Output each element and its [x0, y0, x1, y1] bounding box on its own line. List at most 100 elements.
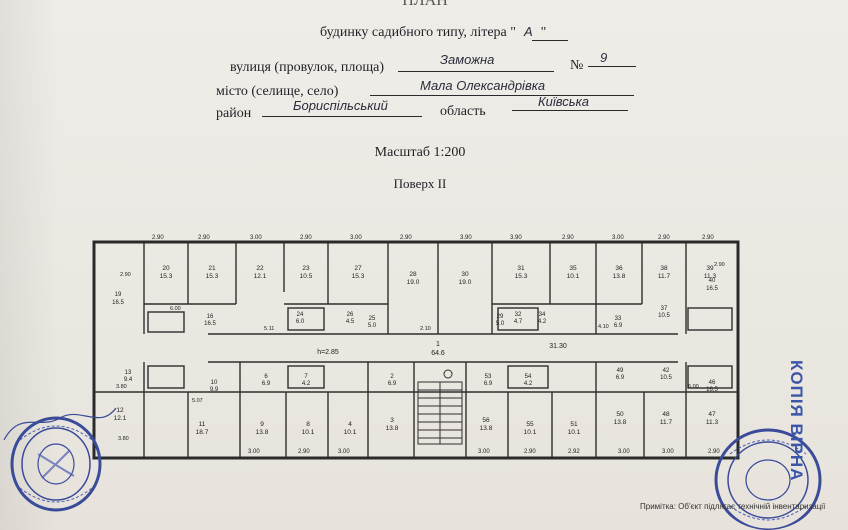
room-area: 9.9 [210, 387, 219, 393]
dim-top-11: 2.90 [702, 235, 714, 241]
room-num: 34 [539, 312, 546, 318]
room-area: 15.3 [515, 273, 528, 280]
room-area: 10.5 [660, 375, 672, 381]
dim-side-5: 3.80 [116, 384, 127, 390]
building-letter: А [523, 24, 533, 39]
room-num: 40 [709, 278, 716, 284]
room-area: 15.3 [206, 273, 219, 280]
room-area: 16.5 [706, 286, 718, 292]
room-num: 54 [525, 374, 532, 380]
corridor-height: h=2.85 [317, 349, 339, 356]
room-num: 21 [208, 265, 216, 272]
corridor: 1 64.6 31.30 h=2.85 [317, 341, 567, 357]
dim-top-7: 3.90 [510, 235, 522, 241]
room-area: 16.5 [112, 300, 124, 306]
room-area: 15.3 [160, 273, 173, 280]
corridor-area: 64.6 [431, 350, 445, 357]
room-num: 26 [347, 312, 354, 318]
room-num: 25 [369, 316, 376, 322]
dim-top-4: 3.00 [350, 235, 362, 241]
dim-side-4: 4.10 [598, 324, 609, 330]
official-seal-left [10, 416, 102, 512]
room-num: 7 [304, 374, 308, 380]
plan-walls [94, 242, 738, 458]
room-area: 13.8 [614, 419, 627, 426]
district-value: Бориспільський [293, 98, 388, 113]
room-num: 19 [115, 292, 122, 298]
room-area: 4.2 [302, 381, 311, 387]
corridor-num: 1 [436, 341, 440, 348]
floor-plan: 2.90 2.90 3.00 2.90 3.00 2.90 3.90 3.90 … [92, 235, 740, 460]
room-area: 6.9 [484, 381, 493, 387]
dim-top-3: 2.90 [300, 235, 312, 241]
room-num: 37 [661, 306, 668, 312]
dim-side-1: 6.00 [170, 306, 181, 312]
building-close: " [540, 25, 547, 40]
dim-top-0: 2.90 [152, 235, 164, 241]
dim-bottom-5: 2.92 [568, 449, 580, 455]
room-num: 6 [264, 374, 268, 380]
room-area: 4.2 [524, 381, 533, 387]
dim-bottom-6: 3.00 [618, 449, 630, 455]
city-value: Мала Олександрівка [420, 78, 546, 93]
room-area: 13.8 [386, 425, 399, 432]
room-num: 53 [485, 374, 492, 380]
room-area: 10.5 [658, 313, 670, 319]
room-area: 6.9 [616, 375, 625, 381]
room-area: 10.5 [300, 273, 313, 280]
number-label: № [570, 58, 584, 73]
building-label: будинку садибного типу, літера " [320, 25, 516, 40]
copy-true-stamp: КОПІЯ ВІРНА [787, 360, 806, 482]
floor-label: Поверх II [393, 176, 447, 191]
room-area: 12.1 [114, 415, 127, 422]
bottom-rooms: 12 12.1 11 18.7 9 13.8 8 10.1 4 10.1 3 1… [114, 407, 719, 436]
room-area: 5.0 [496, 321, 505, 327]
building-line: будинку садибного типу, літера " А " [320, 24, 546, 41]
room-num: 47 [708, 411, 716, 418]
room-num: 2 [390, 374, 394, 380]
signature-scribble [3, 407, 117, 441]
low-rooms: 13 9.4 10 9.9 6 6.9 7 4.2 2 6.9 53 6.9 5… [124, 368, 719, 393]
room-area: 11.7 [658, 273, 671, 280]
dim-bottom-1: 2.90 [298, 449, 310, 455]
dim-top-6: 3.90 [460, 235, 472, 241]
room-num: 23 [302, 265, 310, 272]
room-area: 4.5 [346, 319, 355, 325]
staircase [417, 369, 463, 445]
dim-side-6: 5.07 [192, 398, 203, 404]
scale-label: Масштаб 1:200 [374, 145, 466, 160]
room-num: 9 [260, 421, 264, 428]
street-label: вулиця (провулок, площа) [230, 60, 385, 75]
dim-top-2: 3.00 [250, 235, 262, 241]
dim-bottom-3: 3.00 [478, 449, 490, 455]
dim-side-9: 2.90 [714, 262, 725, 268]
room-area: 19.0 [407, 279, 420, 286]
region-label: область [440, 104, 486, 119]
room-area: 15.3 [352, 273, 365, 280]
room-num: 11 [199, 421, 206, 428]
dim-side-0: 2.90 [120, 272, 131, 278]
room-area: 4.2 [538, 319, 547, 325]
room-num: 46 [709, 380, 716, 386]
room-num: 33 [615, 316, 622, 322]
room-num: 48 [662, 411, 670, 418]
dim-bottom-4: 2.90 [524, 449, 536, 455]
room-area: 6.0 [296, 319, 305, 325]
room-area: 10.1 [524, 429, 537, 436]
plan-outline [92, 240, 740, 460]
room-area: 4.7 [514, 319, 523, 325]
room-num: 51 [570, 421, 578, 428]
room-num: 4 [348, 421, 352, 428]
interior-dimensions: 2.90 6.00 5.11 2.10 4.10 3.80 5.07 6.00 … [116, 262, 725, 442]
room-area: 16.5 [706, 387, 718, 393]
dim-bottom-8: 2.90 [708, 449, 720, 455]
document-title: ПЛАН [402, 0, 448, 9]
room-num: 8 [306, 421, 310, 428]
dim-bottom-7: 3.00 [662, 449, 674, 455]
room-num: 20 [162, 265, 170, 272]
official-seal-right [714, 428, 822, 530]
room-num: 55 [526, 421, 534, 428]
room-num: 3 [390, 417, 394, 424]
room-area: 11.3 [706, 419, 719, 426]
